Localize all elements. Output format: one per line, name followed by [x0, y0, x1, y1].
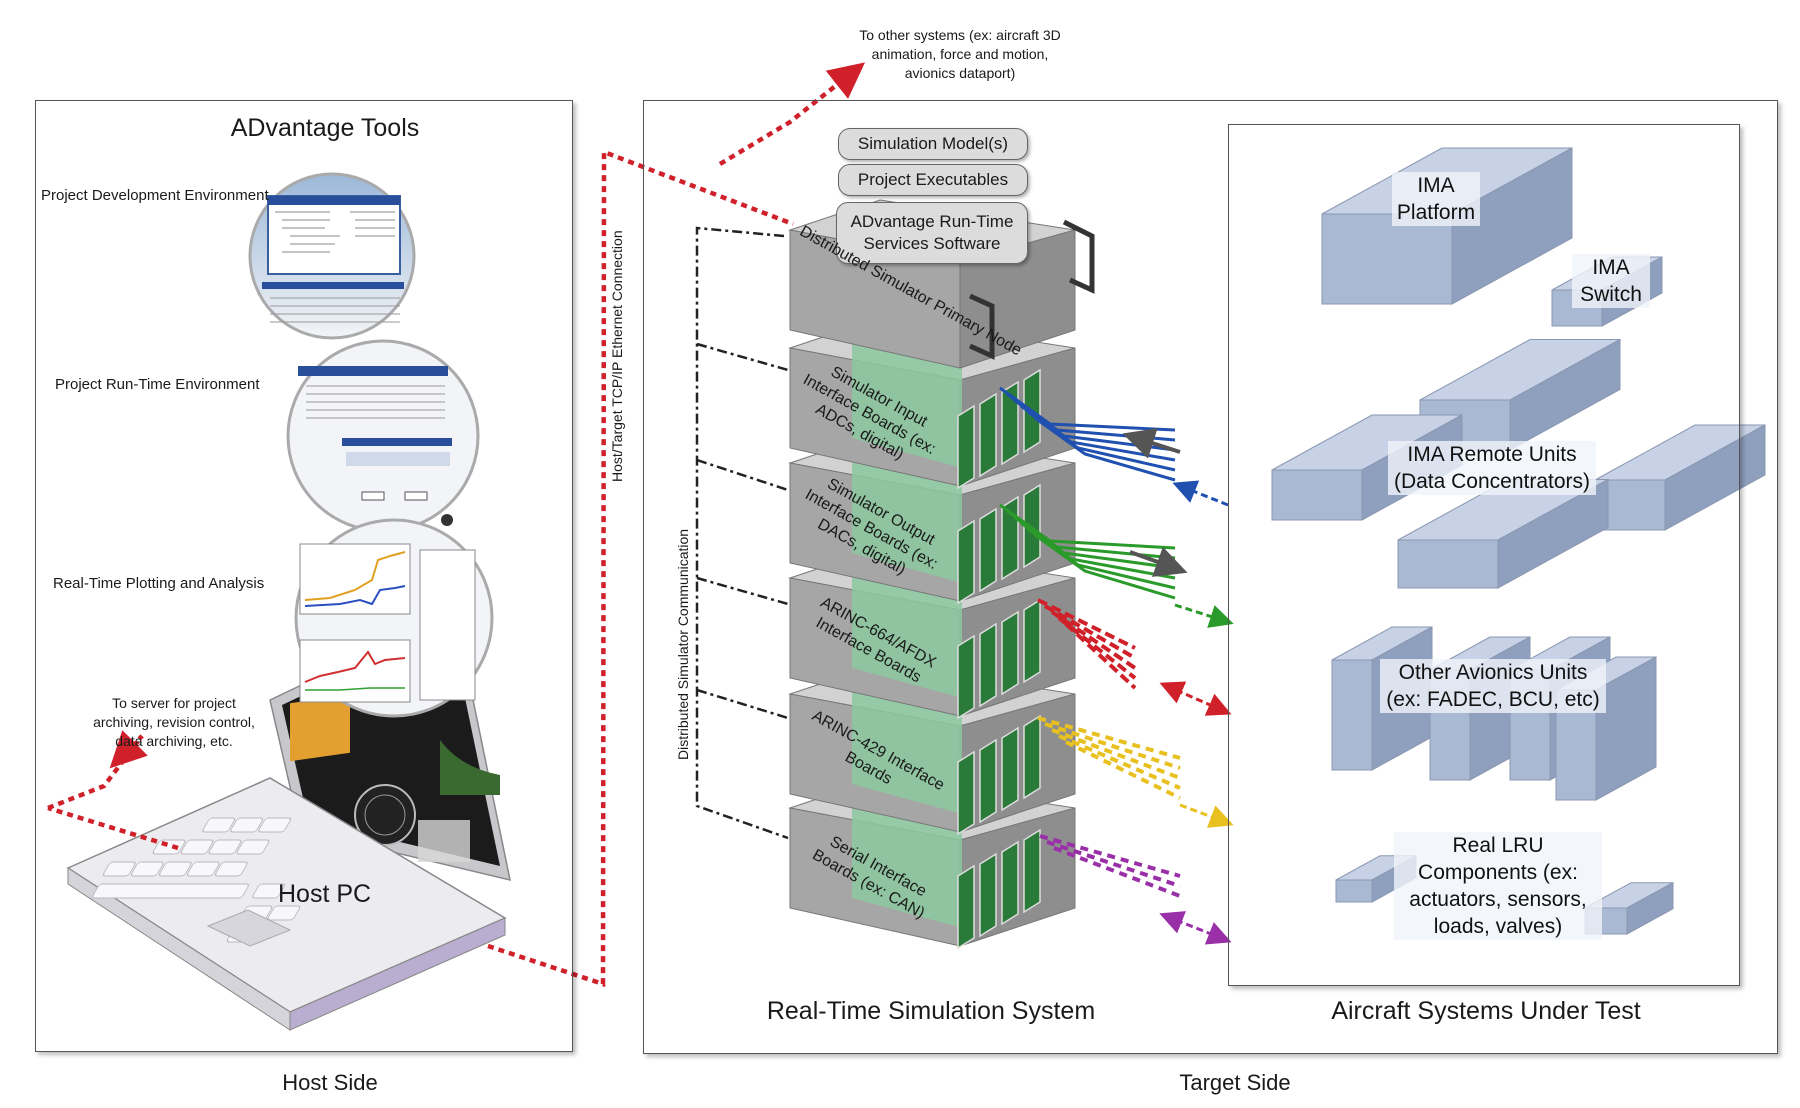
afdx-arrow [1159, 681, 1232, 716]
host-pc-label: Host PC [278, 880, 372, 908]
arinc429-arrow [1179, 803, 1234, 828]
node-input [788, 317, 1076, 490]
plotting-label: Real-Time Plotting and Analysis [53, 575, 265, 592]
ima-platform-label: IMA Platform [1392, 172, 1480, 226]
distributed-comm-label: Distributed Simulator Communication [675, 528, 691, 760]
chip-simulation-models: Simulation Model(s) [838, 128, 1028, 160]
serial-wires [1039, 834, 1181, 898]
arinc429-wires [1037, 716, 1181, 800]
host-side-label: Host Side [282, 1070, 378, 1095]
dev-environment-label: Project Development Environment [41, 187, 269, 204]
chip-runtime-services: ADvantage Run-Time Services Software [836, 202, 1028, 264]
ima-remote-units-label: IMA Remote Units (Data Concentrators) [1388, 441, 1596, 495]
other-avionics-label: Other Avionics Units (ex: FADEC, BCU, et… [1380, 659, 1606, 713]
input-flow-arrow [1122, 428, 1181, 459]
ima-remote-box-top [1419, 338, 1621, 451]
aircraft-panel [1228, 124, 1740, 986]
output-wires [999, 503, 1176, 600]
server-note: To server for project archiving, revisio… [93, 695, 255, 749]
host-panel [35, 100, 573, 1052]
dev-environment-magnifier [248, 172, 416, 340]
ima-remote-box-right [1594, 424, 1766, 531]
interface-wires [999, 386, 1234, 945]
ethernet-label: Host/Target TCP/IP Ethernet Connection [609, 230, 625, 482]
output-arrow [1174, 603, 1234, 628]
input-arrow [1172, 480, 1229, 507]
tools-title: ADvantage Tools [230, 114, 420, 142]
target-side-label: Target Side [1179, 1070, 1291, 1095]
ima-switch-label: IMA Switch [1572, 254, 1650, 308]
rts-label: Real-Time Simulation System [766, 997, 1096, 1025]
ethernet-link [47, 62, 866, 988]
aircraft-panel-label: Aircraft Systems Under Test [1331, 997, 1641, 1025]
afdx-wires [1037, 598, 1137, 690]
simulator-stack [788, 199, 1095, 950]
runtime-environment-label: Project Run-Time Environment [55, 376, 260, 393]
distributed-comm-lines [695, 226, 789, 840]
output-flow-arrow [1129, 546, 1188, 577]
chip-project-executables: Project Executables [838, 164, 1028, 196]
target-panel [643, 100, 1778, 1054]
serial-arrow [1159, 911, 1232, 945]
real-lru-label: Real LRU Components (ex: actuators, sens… [1394, 832, 1602, 940]
other-systems-note: To other systems (ex: aircraft 3D animat… [859, 27, 1061, 81]
plotting-magnifier [294, 518, 494, 718]
